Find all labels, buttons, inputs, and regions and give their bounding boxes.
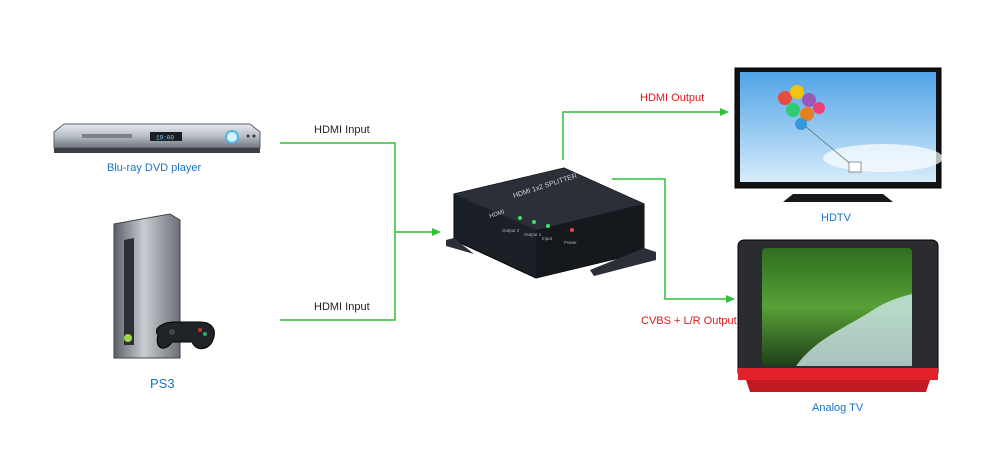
hdmi-input-label-bottom: HDMI Input xyxy=(314,301,370,313)
hdmi-splitter-image: HDMI 1x2 SPLITTER HDMI Output 2 Output 1… xyxy=(446,167,656,279)
output1-led-icon xyxy=(532,220,536,224)
input-led-icon xyxy=(546,224,550,228)
wire-bluray-to-splitter xyxy=(280,142,396,232)
hdmi-input-label-top: HDMI Input xyxy=(314,124,370,136)
power-led-icon xyxy=(570,228,574,232)
analog-tv-label: Analog TV xyxy=(812,402,864,414)
output2-led-icon xyxy=(518,216,522,220)
bluray-player-image: 19:00 xyxy=(53,123,261,153)
hdtv-image xyxy=(734,67,943,202)
ps3-console-image xyxy=(113,213,215,359)
splitter-input-label: Input xyxy=(542,236,553,241)
splitter-brand-text: HDMI xyxy=(489,209,506,220)
bluray-display-readout: 19:00 xyxy=(156,135,174,142)
wire-splitter-to-analog-tv xyxy=(612,178,735,303)
bluray-label: Blu-ray DVD player xyxy=(107,162,202,174)
wire-ps3-to-splitter xyxy=(280,232,396,321)
wire-splitter-to-hdtv xyxy=(562,108,729,160)
hdtv-label: HDTV xyxy=(821,212,851,224)
splitter-power-label: Power xyxy=(564,240,577,245)
hdmi-output-label: HDMI Output xyxy=(640,92,705,104)
analog-tv-image xyxy=(737,239,939,392)
cvbs-output-label: CVBS + L/R Output xyxy=(641,315,737,327)
splitter-output1-label: Output 1 xyxy=(524,232,542,237)
splitter-output2-label: Output 2 xyxy=(502,228,520,233)
ps3-label: PS3 xyxy=(150,376,175,391)
